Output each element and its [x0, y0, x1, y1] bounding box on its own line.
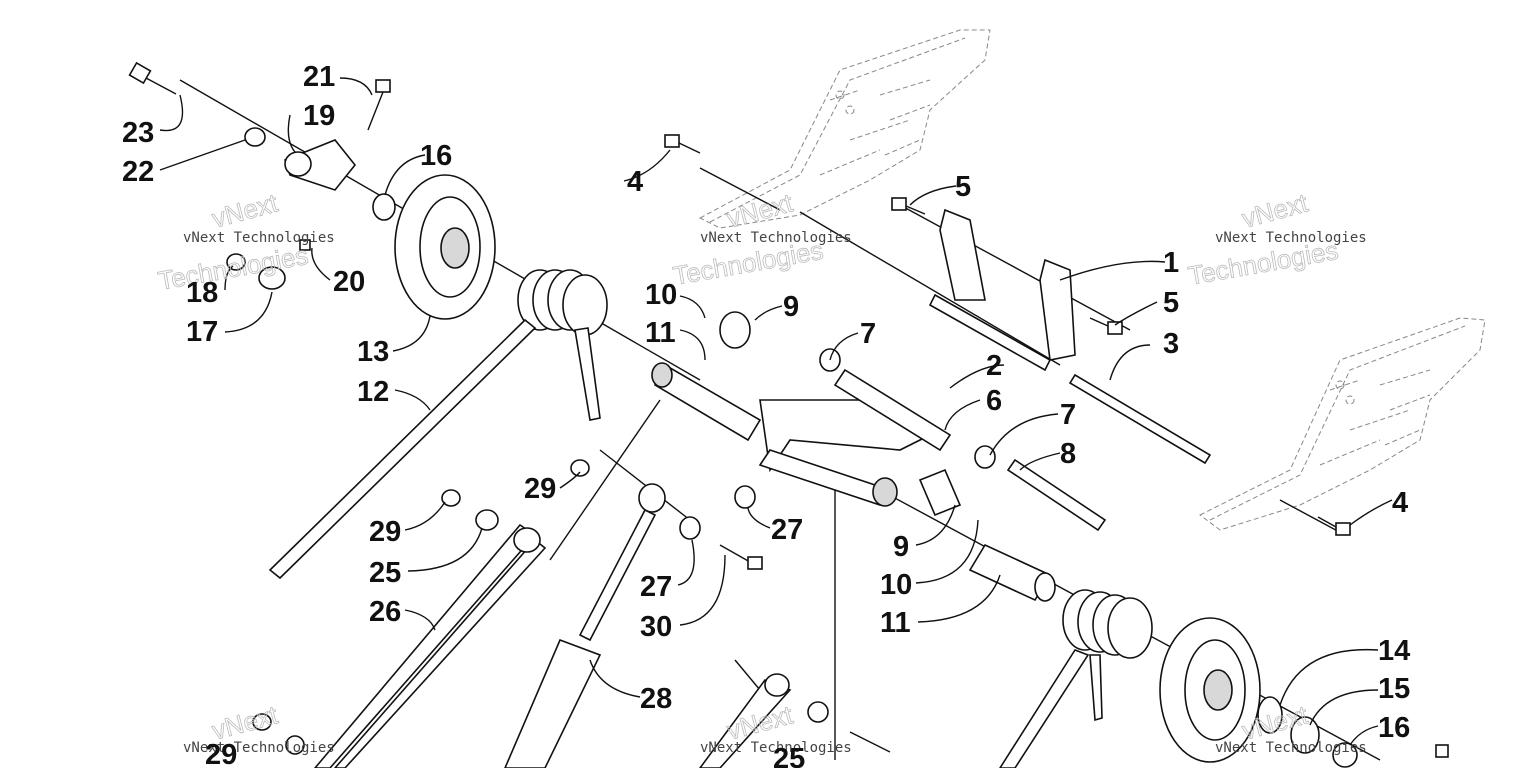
snap-ring-15	[1290, 716, 1320, 754]
callout-23: 23	[122, 117, 154, 149]
svg-text:vNext: vNext	[1239, 187, 1312, 233]
callout-29-bottom: 29	[205, 739, 237, 768]
idler-wheel-lower	[1159, 617, 1261, 763]
callout-11-lower: 11	[880, 607, 911, 639]
bolt-lower-right	[1435, 744, 1449, 758]
callout-25: 25	[369, 557, 401, 589]
callout-16-lower: 16	[1378, 712, 1410, 744]
callout-10-upper: 10	[645, 279, 677, 311]
svg-text:vNext Technologies: vNext Technologies	[183, 230, 335, 246]
tube-11-lower	[968, 543, 1056, 602]
svg-text:vNext: vNext	[209, 187, 282, 233]
leader-lines	[159, 77, 1393, 746]
spacer-7	[974, 445, 996, 469]
callout-6: 6	[986, 385, 1002, 417]
bolt-lower-left-cluster	[252, 713, 305, 755]
bushing-16-top	[372, 193, 396, 221]
callout-15: 15	[1378, 673, 1410, 705]
callout-29-top: 29	[524, 473, 556, 505]
svg-text:vNext Technologies: vNext Technologies	[700, 740, 852, 756]
bolt-5-right	[1089, 317, 1123, 335]
nut-29-b	[570, 459, 590, 477]
callout-28: 28	[640, 683, 672, 715]
bolt-5-upper	[891, 197, 926, 215]
svg-text:vNext: vNext	[724, 699, 797, 745]
callout-7-lower: 7	[1060, 399, 1076, 431]
svg-text:Technologies: Technologies	[156, 240, 311, 296]
svg-text:vNext Technologies: vNext Technologies	[1215, 230, 1367, 246]
callout-27-lower: 27	[640, 571, 672, 603]
callout-10-lower: 10	[880, 569, 912, 601]
shaft-8	[1006, 458, 1107, 532]
callout-5-upper: 5	[955, 171, 971, 203]
callout-12: 12	[357, 376, 389, 408]
bolt-4-upper	[664, 134, 701, 154]
svg-text:vNext Technologies: vNext Technologies	[1215, 740, 1367, 756]
bushing-16-lower	[1332, 742, 1358, 768]
callout-25-bottom: 25	[773, 743, 805, 768]
lower-link-right	[699, 673, 891, 768]
lower-rail-frame	[1199, 317, 1486, 531]
callout-9-lower: 9	[893, 531, 909, 563]
callout-4-upper: 4	[627, 166, 643, 198]
callout-22: 22	[122, 156, 154, 188]
callout-5-right: 5	[1163, 287, 1179, 319]
svg-text:vNext Technologies: vNext Technologies	[183, 740, 335, 756]
upper-rail-frame	[698, 29, 991, 229]
washer-18	[226, 253, 246, 271]
callout-3: 3	[1163, 328, 1179, 360]
callout-9-upper: 9	[783, 291, 799, 323]
callout-29-left: 29	[369, 516, 401, 548]
spacer-22	[244, 127, 266, 147]
spacer-27-b	[679, 516, 701, 540]
pivot-arm-6	[758, 348, 952, 507]
svg-text:vNext Technologies: vNext Technologies	[700, 230, 852, 246]
torsion-spring-12	[268, 269, 608, 580]
nut-20	[299, 239, 311, 251]
callout-17: 17	[186, 316, 218, 348]
shaft-3	[1068, 373, 1212, 465]
bolt-21	[367, 79, 391, 131]
callout-30: 30	[640, 611, 672, 643]
bracket-19	[284, 139, 357, 191]
callout-27-right: 27	[771, 514, 803, 546]
mount-bracket-1	[928, 208, 1076, 372]
callout-7-upper: 7	[860, 318, 876, 350]
callout-26: 26	[369, 596, 401, 628]
callout-labels: 1 2 3 4 4 5 5 6 7 7 8 9 9 10 10 11 11 12…	[122, 61, 1410, 768]
bearing-14	[1257, 696, 1283, 734]
cross-shaft-11	[651, 311, 762, 442]
callout-18: 18	[186, 277, 218, 309]
callout-14: 14	[1378, 635, 1410, 667]
callout-8: 8	[1060, 438, 1076, 470]
callout-19: 19	[303, 100, 335, 132]
callout-4-lower: 4	[1392, 487, 1408, 519]
torsion-spring-lower	[999, 589, 1153, 768]
callout-11-upper: 11	[645, 317, 676, 349]
callout-1: 1	[1163, 247, 1179, 279]
callout-20: 20	[333, 266, 365, 298]
bolt-30	[719, 544, 763, 570]
bolt-23	[128, 61, 177, 95]
nut-29-a	[441, 489, 461, 507]
spacer-25	[475, 509, 499, 531]
idler-wheel-13	[394, 174, 496, 320]
callout-2: 2	[986, 350, 1002, 382]
link-arm-26	[313, 523, 547, 768]
shock-28	[504, 483, 666, 768]
bolt-4-lower	[1317, 516, 1351, 536]
svg-text:vNext: vNext	[724, 187, 797, 233]
callout-21: 21	[303, 61, 335, 93]
cap-17	[258, 266, 286, 290]
bumper-9	[918, 468, 962, 517]
callout-13: 13	[357, 336, 389, 368]
spacer-27-a	[734, 485, 756, 509]
callout-16-upper: 16	[420, 140, 452, 172]
